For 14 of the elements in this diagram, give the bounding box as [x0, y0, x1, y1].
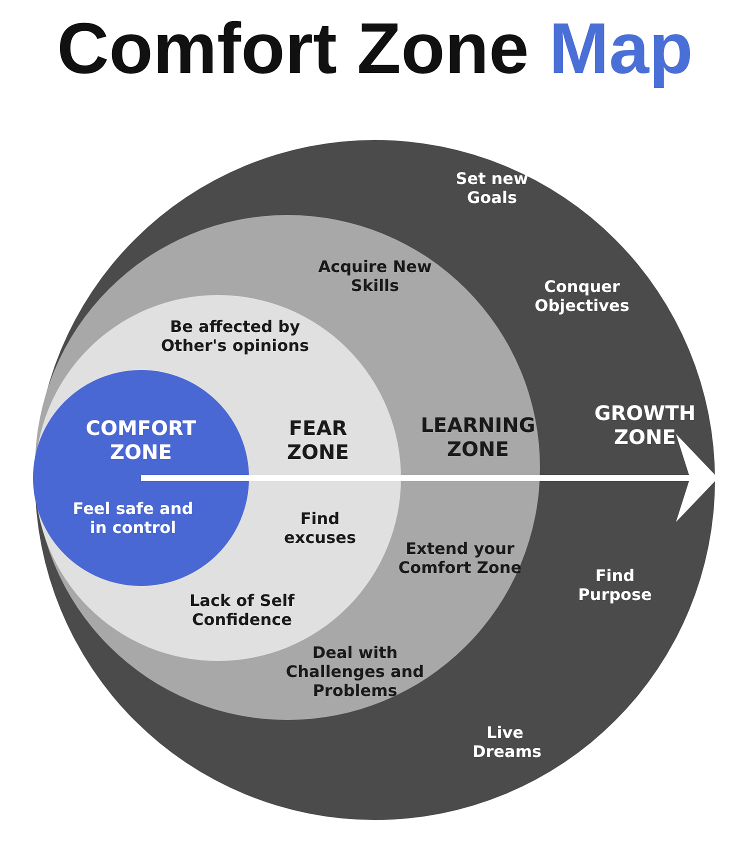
zone-item: Conquer Objectives — [534, 276, 630, 316]
zone-title: COMFORT ZONE — [84, 416, 198, 464]
zone-item: Find Purpose — [577, 566, 653, 604]
zone-title: LEARNING ZONE — [420, 413, 536, 461]
title: Comfort Zone Map — [56, 8, 694, 90]
zone-title: FEAR ZONE — [286, 416, 350, 464]
zone-item: Deal with Challenges and Problems — [284, 643, 426, 701]
zone-item: Be affected by Other's opinions — [160, 316, 310, 356]
zone-item: Set new Goals — [454, 168, 530, 208]
zone-item: Find excuses — [283, 508, 357, 548]
zone-item: Acquire New Skills — [318, 256, 432, 296]
zone-item: Feel safe and in control — [72, 498, 194, 538]
zone-item: Lack of Self Confidence — [188, 590, 296, 630]
zone-title: GROWTH ZONE — [593, 401, 697, 449]
